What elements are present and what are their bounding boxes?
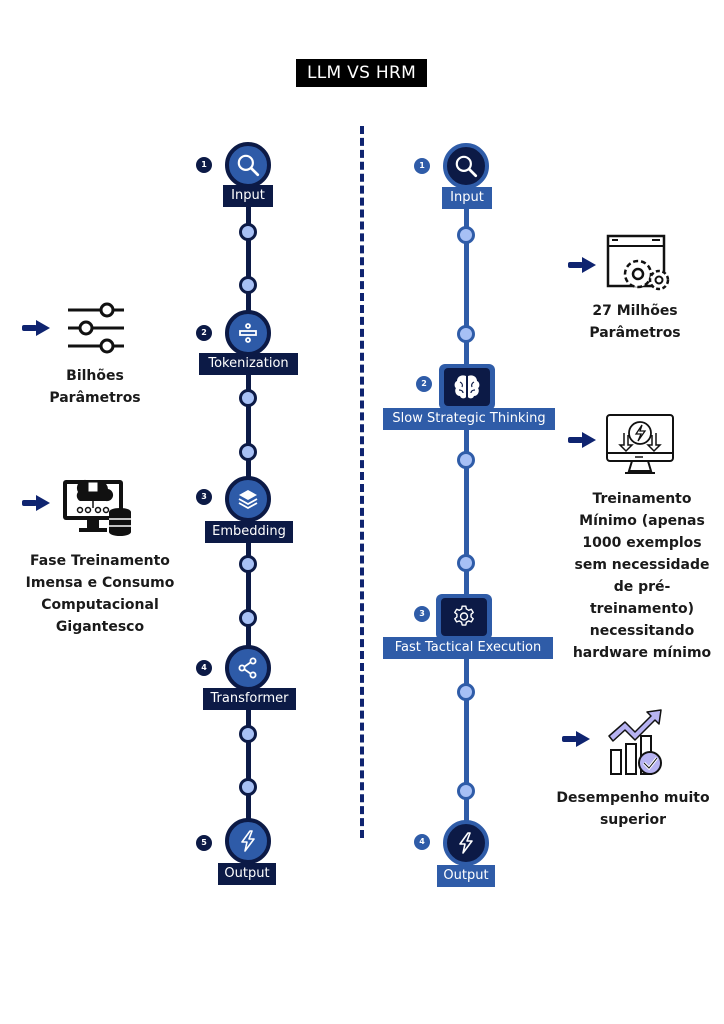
gear-icon — [454, 605, 474, 626]
llm-step-label: Embedding — [205, 521, 293, 543]
llm-step-number: 2 — [196, 325, 212, 341]
hrm-step-label: Input — [442, 187, 492, 209]
window-gears-icon — [606, 234, 670, 291]
llm-step-icon-circle — [225, 142, 271, 188]
llm-connector-dot — [239, 276, 257, 294]
lightning-icon — [459, 832, 473, 854]
monitor-power-icon — [606, 414, 674, 474]
llm-step-number: 3 — [196, 489, 212, 505]
arrow-right-icon — [568, 432, 596, 448]
llm-connector-dot — [239, 725, 257, 743]
llm-connector-dot — [239, 389, 257, 407]
llm-step-label: Tokenization — [199, 353, 298, 375]
search-icon — [237, 154, 260, 177]
arrow-right-icon — [22, 320, 50, 336]
hrm-step-label: Output — [437, 865, 495, 887]
llm-step-label: Transformer — [203, 688, 296, 710]
growth-chart-check-icon — [608, 709, 662, 775]
llm-note-parameters: Bilhões Parâmetros — [49, 368, 141, 406]
llm-step-icon-circle — [225, 476, 271, 522]
hrm-step-icon-circle — [443, 820, 489, 866]
llm-step-icon-circle — [225, 310, 271, 356]
llm-connector-dot — [239, 555, 257, 573]
hrm-step-icon-box — [439, 364, 495, 410]
llm-note-training: Fase Treinamento Imensa e Consumo Comput… — [25, 553, 175, 635]
llm-connector-dot — [239, 778, 257, 796]
search-icon — [455, 155, 478, 178]
arrow-right-icon — [562, 731, 590, 747]
hrm-step-number: 4 — [414, 834, 430, 850]
arrow-right-icon — [568, 257, 596, 273]
share-icon — [238, 657, 257, 679]
hrm-step-label: Fast Tactical Execution — [383, 637, 553, 659]
hrm-connector-dot — [457, 226, 475, 244]
divide-icon — [239, 323, 257, 343]
hrm-timeline-line — [464, 180, 469, 865]
llm-step-number: 5 — [196, 835, 212, 851]
hrm-connector-dot — [457, 554, 475, 572]
page-title: LLM VS HRM — [296, 59, 427, 87]
llm-connector-dot — [239, 609, 257, 627]
hrm-step-label: Slow Strategic Thinking — [383, 408, 555, 430]
arrow-right-icon — [22, 495, 50, 511]
llm-connector-dot — [239, 443, 257, 461]
llm-step-label: Input — [223, 185, 273, 207]
llm-step-icon-circle — [225, 818, 271, 864]
brain-icon — [454, 375, 480, 399]
layers-icon — [238, 490, 258, 510]
llm-step-number: 4 — [196, 660, 212, 676]
hrm-note-performance: Desempenho muito superior — [556, 790, 710, 828]
lightning-icon — [241, 830, 255, 852]
column-divider — [360, 126, 364, 838]
hrm-step-number: 1 — [414, 158, 430, 174]
hrm-step-number: 3 — [414, 606, 430, 622]
hrm-connector-dot — [457, 451, 475, 469]
llm-step-number: 1 — [196, 157, 212, 173]
llm-step-label: Output — [218, 863, 276, 885]
hrm-note-training: Treinamento Mínimo (apenas 1000 exemplos… — [572, 491, 712, 661]
hrm-connector-dot — [457, 683, 475, 701]
sliders-icon — [68, 302, 124, 354]
cloud-computer-database-icon — [63, 479, 131, 536]
hrm-connector-dot — [457, 325, 475, 343]
hrm-step-number: 2 — [416, 376, 432, 392]
hrm-connector-dot — [457, 782, 475, 800]
hrm-note-parameters: 27 Milhões Parâmetros — [589, 303, 681, 341]
hrm-step-icon-circle — [443, 143, 489, 189]
llm-connector-dot — [239, 223, 257, 241]
hrm-step-icon-box — [436, 594, 492, 640]
llm-step-icon-circle — [225, 645, 271, 691]
